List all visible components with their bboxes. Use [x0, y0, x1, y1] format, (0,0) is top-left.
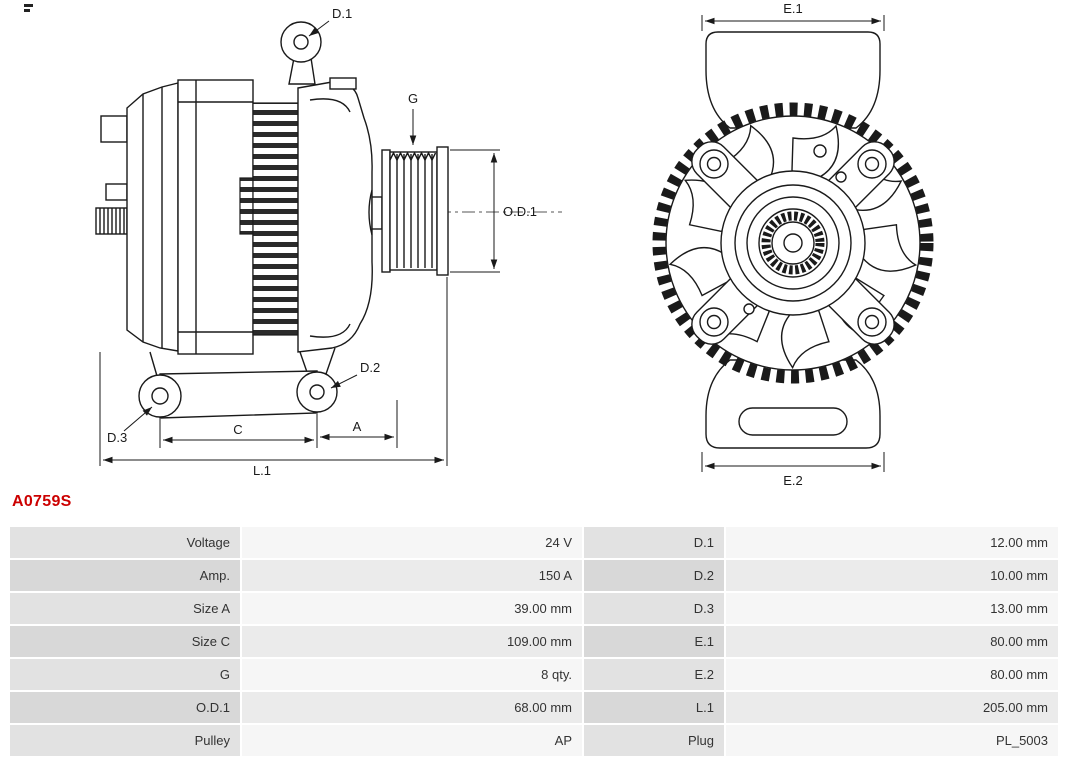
spec-value: 24 V	[242, 527, 582, 558]
bottom-bracket-slot	[738, 407, 848, 436]
spec-value: PL_5003	[726, 725, 1058, 756]
spec-label: L.1	[584, 692, 724, 723]
dim-label-l1: L.1	[253, 463, 271, 478]
spec-label: Voltage	[10, 527, 240, 558]
spec-row: G 8 qty. E.2 80.00 mm	[10, 659, 1058, 690]
spec-label: Amp.	[10, 560, 240, 591]
front-view-dimensions: E.1 E.2	[701, 1, 885, 488]
part-number: A0759S	[12, 493, 72, 510]
spec-row: Pulley AP Plug PL_5003	[10, 725, 1058, 756]
spec-value: 8 qty.	[242, 659, 582, 690]
stator-laminations	[239, 102, 299, 336]
spec-value: 109.00 mm	[242, 626, 582, 657]
spec-value: 80.00 mm	[726, 626, 1058, 657]
spec-value: AP	[242, 725, 582, 756]
mounting-bolt-holes	[699, 144, 887, 337]
corner-mark	[24, 4, 33, 12]
technical-diagram: D.1 G O.D.1 D.2 D.3 C A L.1	[24, 1, 934, 488]
dim-label-d3: D.3	[107, 430, 127, 445]
spec-value: 68.00 mm	[242, 692, 582, 723]
rear-housing	[95, 82, 179, 352]
spec-row: Size A 39.00 mm D.3 13.00 mm	[10, 593, 1058, 624]
dim-label-e1: E.1	[783, 1, 803, 16]
spec-label: D.1	[584, 527, 724, 558]
spec-row: O.D.1 68.00 mm L.1 205.00 mm	[10, 692, 1058, 723]
alternator-side-view: D.1 G O.D.1 D.2 D.3 C A L.1	[95, 6, 562, 478]
spec-value: 150 A	[242, 560, 582, 591]
spec-label: E.2	[584, 659, 724, 690]
pulley-hub	[720, 170, 866, 316]
spec-label: O.D.1	[10, 692, 240, 723]
spec-label: E.1	[584, 626, 724, 657]
dim-label-d1: D.1	[332, 6, 352, 21]
spec-value: 205.00 mm	[726, 692, 1058, 723]
spec-value: 13.00 mm	[726, 593, 1058, 624]
spec-label: D.3	[584, 593, 724, 624]
bottom-mount-lugs	[138, 347, 338, 419]
spec-row: Voltage 24 V D.1 12.00 mm	[10, 527, 1058, 558]
spec-label: Size C	[10, 626, 240, 657]
top-bracket	[705, 31, 881, 129]
spec-label: D.2	[584, 560, 724, 591]
spec-value: 10.00 mm	[726, 560, 1058, 591]
dim-label-e2: E.2	[783, 473, 803, 488]
dim-label-od1: O.D.1	[503, 204, 537, 219]
dim-label-g: G	[408, 91, 418, 106]
spec-label: Plug	[584, 725, 724, 756]
dim-label-a: A	[353, 419, 362, 434]
spec-value: 39.00 mm	[242, 593, 582, 624]
spec-value: 80.00 mm	[726, 659, 1058, 690]
spec-table: Voltage 24 V D.1 12.00 mm Amp. 150 A D.2…	[10, 527, 1058, 758]
alternator-front-view: E.1 E.2	[652, 1, 934, 488]
pulley	[371, 146, 449, 276]
dim-label-c: C	[233, 422, 242, 437]
spec-row: Size C 109.00 mm E.1 80.00 mm	[10, 626, 1058, 657]
spec-value: 12.00 mm	[726, 527, 1058, 558]
spec-label: G	[10, 659, 240, 690]
spec-label: Size A	[10, 593, 240, 624]
side-view-dimensions: D.1 G O.D.1 D.2 D.3 C A L.1	[99, 6, 537, 478]
dim-label-d2: D.2	[360, 360, 380, 375]
front-bracket	[297, 77, 373, 353]
spec-label: Pulley	[10, 725, 240, 756]
spec-row: Amp. 150 A D.2 10.00 mm	[10, 560, 1058, 591]
